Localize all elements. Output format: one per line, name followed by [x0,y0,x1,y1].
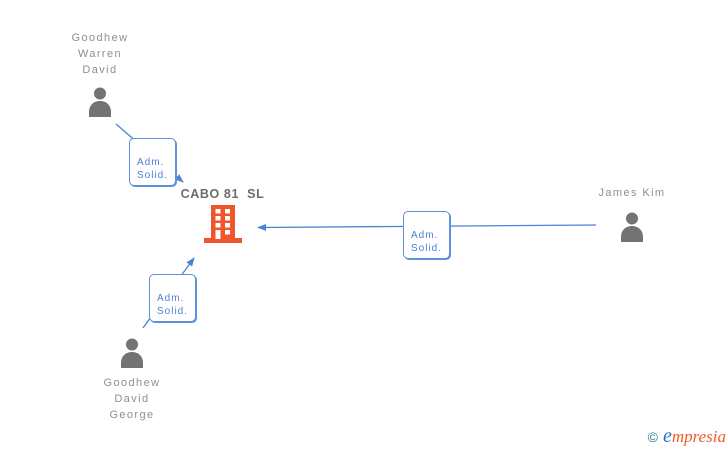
person-icon [89,87,111,117]
brand-text-rest: mpresia [671,427,726,446]
node-person-james-kim[interactable]: James Kim [582,185,682,242]
person-name-label: James Kim [598,187,666,199]
edge-label-box-james: Adm. Solid. [403,211,451,259]
edge-label-box-warren: Adm. Solid. [129,138,177,186]
node-company-cabo-81-sl[interactable]: CABO 81 SL [165,187,280,243]
empresia-logo[interactable]: © e mpresia [648,426,726,447]
brand-text-lead: e [662,425,672,447]
person-icon [621,212,643,242]
edge-label-box-george: Adm. Solid. [149,274,197,322]
person-icon [121,338,143,368]
edge-label: Adm. Solid. [411,229,443,255]
edge-label: Adm. Solid. [157,292,189,318]
copyright-symbol: © [647,429,658,445]
edge-label: Adm. Solid. [137,156,169,182]
node-person-goodhew-warren-david[interactable]: Goodhew Warren David [50,30,150,117]
company-name-label: CABO 81 SL [180,187,265,201]
person-name-label: Goodhew David George [103,377,161,421]
node-person-goodhew-david-george[interactable]: Goodhew David George [82,338,182,423]
building-icon [203,205,242,243]
person-name-label: Goodhew Warren David [71,32,129,76]
